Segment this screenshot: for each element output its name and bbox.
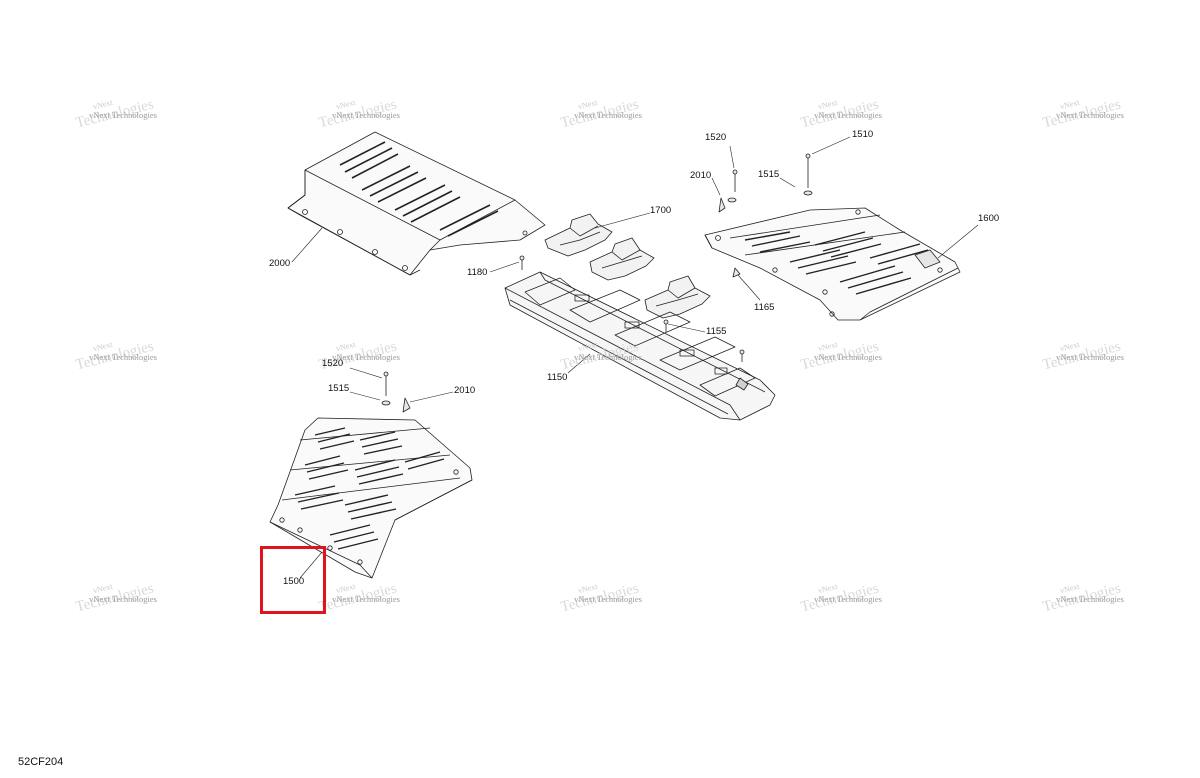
part-1500-left-floor-panel[interactable] <box>269 417 473 579</box>
callout-2010[interactable]: 2010 <box>454 385 476 396</box>
callout-2010[interactable]: 2010 <box>690 170 712 181</box>
part-1600-right-floor-panel[interactable] <box>704 207 961 321</box>
callout-1515[interactable]: 1515 <box>328 383 350 394</box>
fasteners <box>381 153 813 413</box>
callout-1510[interactable]: 1510 <box>852 129 874 140</box>
part-1150-center-rail[interactable] <box>504 271 776 421</box>
figure-code: 52CF204 <box>18 756 64 768</box>
callout-1165[interactable]: 1165 <box>754 302 775 313</box>
callout-1500[interactable]: 1500 <box>283 576 305 587</box>
callout-1600[interactable]: 1600 <box>978 213 1000 224</box>
callout-2000[interactable]: 2000 <box>269 258 291 269</box>
callout-1155[interactable]: 1155 <box>706 326 727 337</box>
callout-1180[interactable]: 1180 <box>467 267 488 278</box>
callout-1515[interactable]: 1515 <box>758 169 780 180</box>
callout-1700[interactable]: 1700 <box>650 205 672 216</box>
callout-1150[interactable]: 1150 <box>547 372 568 383</box>
part-2000-console-cover[interactable] <box>287 131 546 276</box>
callout-1520[interactable]: 1520 <box>705 132 727 143</box>
callout-1520[interactable]: 1520 <box>322 358 344 369</box>
leader-lines <box>291 136 979 579</box>
part-1700-clamps[interactable] <box>544 213 711 319</box>
highlight-box-1500 <box>260 546 326 614</box>
